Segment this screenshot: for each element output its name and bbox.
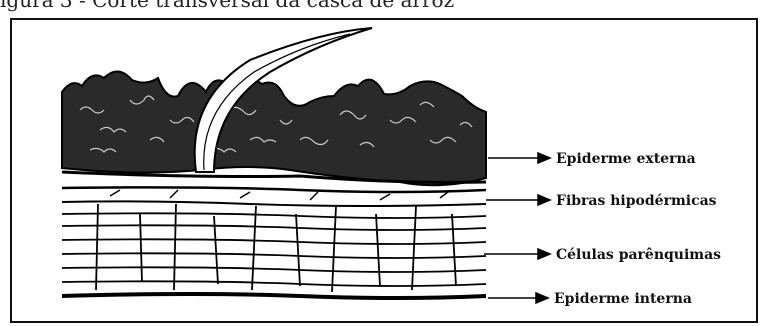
label-celulas-parenquimas: Células parênquimas [556,247,721,263]
parenchyma-cells-layer [62,204,486,292]
label-epiderme-interna: Epiderme interna [554,291,692,307]
label-epiderme-externa: Epiderme externa [556,151,696,167]
label-arrows [484,153,550,303]
outer-epidermis-layer [62,28,486,185]
hypodermic-fibers-layer [62,187,486,206]
label-fibras-hipodermicas: Fibras hipodérmicas [556,193,717,209]
inner-epidermis-layer [62,294,486,298]
